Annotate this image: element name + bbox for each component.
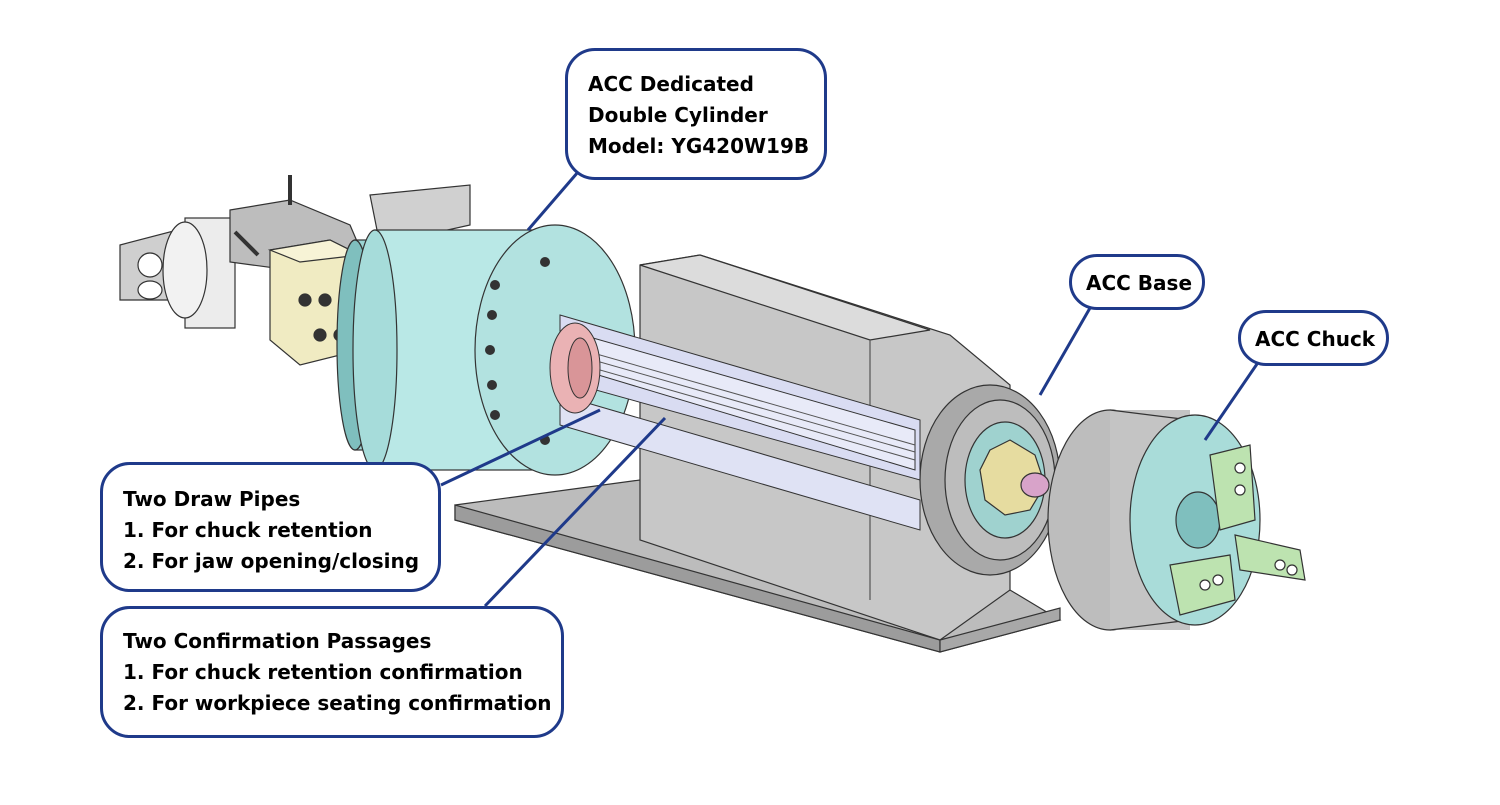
callout-line: ACC Base [1086, 271, 1193, 295]
callout-line: ACC Chuck [1255, 327, 1376, 351]
callout-double-cylinder: ACC Dedicated Double Cylinder Model: YG4… [565, 48, 827, 180]
callout-line: Double Cylinder [588, 103, 768, 127]
leader-chuck [1203, 363, 1259, 441]
acc-base-component [919, 384, 1061, 576]
callout-line: ACC Dedicated [588, 72, 754, 96]
callout-line: Two Confirmation Passages [123, 629, 432, 653]
callout-acc-base: ACC Base [1069, 254, 1205, 310]
callout-line: 2. For workpiece seating confirmation [123, 691, 552, 715]
leader-passages [483, 416, 667, 608]
callout-line: Two Draw Pipes [123, 487, 301, 511]
callout-line: 2. For jaw opening/closing [123, 549, 420, 573]
leader-draw-pipes [440, 408, 601, 487]
leader-cylinder [526, 171, 580, 231]
callout-draw-pipes: Two Draw Pipes 1. For chuck retention 2.… [100, 462, 441, 592]
callout-line: 1. For chuck retention [123, 518, 373, 542]
callout-confirmation-passages: Two Confirmation Passages 1. For chuck r… [100, 606, 564, 738]
callout-line: Model: YG420W19B [588, 134, 810, 158]
callout-acc-chuck: ACC Chuck [1238, 310, 1389, 366]
callout-line: 1. For chuck retention confirmation [123, 660, 523, 684]
leader-lines [440, 171, 1259, 608]
draw-pipes-cutaway [549, 314, 921, 531]
leader-base [1038, 307, 1092, 396]
acc-chuck-component [1047, 409, 1306, 631]
